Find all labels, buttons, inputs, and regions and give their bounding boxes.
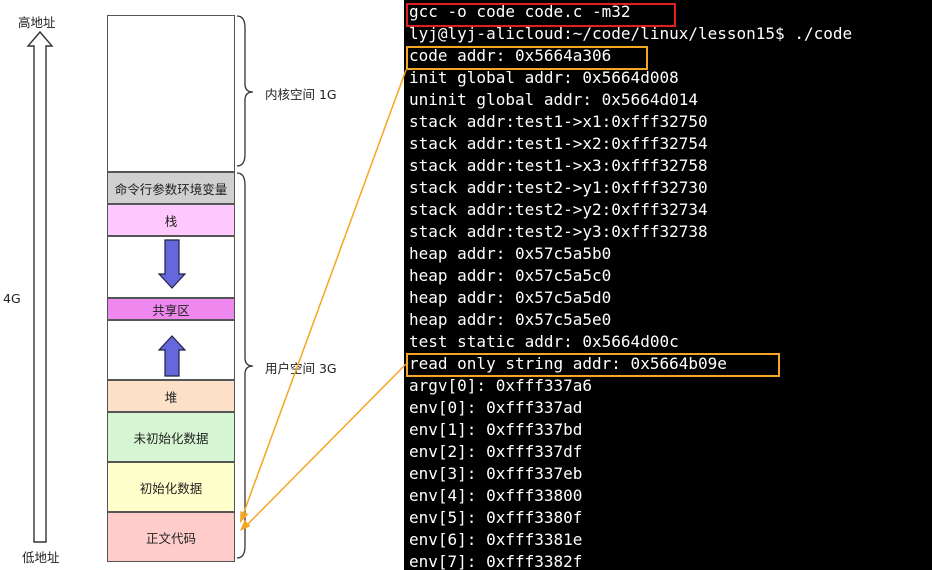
output-line: init global addr: 0x5664d008 — [409, 68, 679, 87]
kernel-space-label: 内核空间 1G — [265, 87, 337, 102]
output-line: heap addr: 0x57c5a5c0 — [409, 266, 612, 285]
segment-data: 初始化数据 — [107, 462, 235, 512]
segment-heap: 堆 — [107, 380, 235, 412]
kernel-space-brace — [236, 15, 254, 167]
total-size-label: 4G — [3, 291, 21, 306]
segment-text: 正文代码 — [107, 512, 235, 562]
shell-prompt-line: lyj@lyj-alicloud:~/code/linux/lesson15$ … — [409, 24, 853, 43]
output-line: env[2]: 0xfff337df — [409, 442, 583, 461]
command-line: gcc -o code code.c -m32 — [409, 2, 631, 21]
diagram-shapes — [157, 15, 254, 559]
stack-grow-down-arrow — [157, 239, 187, 289]
output-line: env[3]: 0xfff337eb — [409, 464, 583, 483]
output-line: env[1]: 0xfff337bd — [409, 420, 583, 439]
segment-bss: 未初始化数据 — [107, 412, 235, 462]
output-line: stack addr:test1->x2:0xfff32754 — [409, 134, 708, 153]
segment-kernel — [107, 15, 235, 172]
output-line: env[7]: 0xfff3382f — [409, 552, 583, 570]
segment-stack: 栈 — [107, 204, 235, 236]
output-line: test static addr: 0x5664d00c — [409, 332, 679, 351]
code-addr-line: code addr: 0x5664a306 — [409, 46, 612, 65]
user-space-brace — [236, 172, 254, 559]
low-address-label: 低地址 — [22, 550, 60, 565]
address-direction-arrow — [26, 30, 54, 543]
segment-args-env: 命令行参数环境变量 — [107, 172, 235, 204]
address-space-diagram: 高地址 4G 低地址 命令行参数环境变量 栈 共享区 堆 未初始化数据 初始化数… — [0, 0, 404, 570]
output-line: env[5]: 0xfff3380f — [409, 508, 583, 527]
user-space-label: 用户空间 3G — [265, 361, 337, 376]
output-line: env[6]: 0xfff3381e — [409, 530, 583, 549]
output-line: argv[0]: 0xfff337a6 — [409, 376, 593, 395]
output-line: env[4]: 0xfff33800 — [409, 486, 583, 505]
output-line: stack addr:test2->y3:0xfff32738 — [409, 222, 708, 241]
high-address-label: 高地址 — [18, 15, 56, 30]
output-line: heap addr: 0x57c5a5e0 — [409, 310, 612, 329]
read-only-string-addr-line: read only string addr: 0x5664b09e — [409, 354, 727, 373]
heap-grow-up-arrow — [157, 335, 187, 377]
terminal-output: gcc -o code code.c -m32 lyj@lyj-alicloud… — [404, 0, 932, 570]
output-line: stack addr:test2->y2:0xfff32734 — [409, 200, 708, 219]
segment-shared: 共享区 — [107, 298, 235, 320]
output-line: heap addr: 0x57c5a5b0 — [409, 244, 612, 263]
output-line: stack addr:test1->x3:0xfff32758 — [409, 156, 708, 175]
output-line: stack addr:test1->x1:0xfff32750 — [409, 112, 708, 131]
output-line: heap addr: 0x57c5a5d0 — [409, 288, 612, 307]
output-line: env[0]: 0xfff337ad — [409, 398, 583, 417]
output-line: uninit global addr: 0x5664d014 — [409, 90, 698, 109]
output-line: stack addr:test2->y1:0xfff32730 — [409, 178, 708, 197]
